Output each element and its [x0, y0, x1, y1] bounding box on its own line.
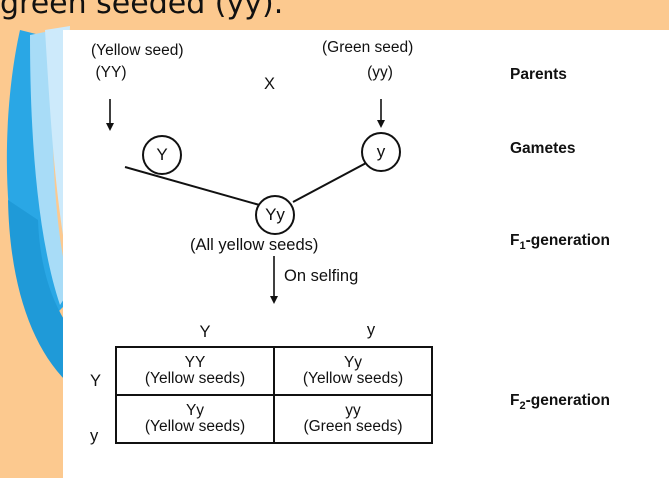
gamete-left-circle: Y: [142, 135, 182, 175]
parent-left-genotype: (YY): [95, 64, 127, 81]
f1-genotype: Yy: [265, 205, 285, 224]
punnett-cell: yy (Green seeds): [273, 394, 433, 444]
gamete-right-circle: y: [361, 132, 401, 172]
punnett-col-header-1: Y: [199, 323, 211, 341]
punnett-cell: Yy (Yellow seeds): [273, 346, 433, 396]
cell-genotype: YY: [184, 354, 206, 371]
cell-phenotype: (Green seeds): [303, 418, 403, 435]
punnett-row: YY (Yellow seeds) Yy (Yellow seeds): [115, 346, 433, 396]
gamete-left-allele: Y: [156, 145, 168, 164]
cell-genotype: Yy: [185, 402, 205, 419]
cell-phenotype: (Yellow seeds): [144, 418, 246, 435]
stage-label-parents: Parents: [510, 66, 567, 83]
f2-prefix: F: [510, 392, 520, 409]
gamete-right-allele: y: [376, 142, 386, 161]
parent-right-genotype: (yy): [367, 64, 393, 81]
cell-genotype: yy: [345, 402, 361, 419]
punnett-col-header-2: y: [366, 321, 376, 339]
f1-genotype-circle: Yy: [255, 195, 295, 235]
selfing-label: On selfing: [284, 267, 359, 285]
f1-subscript: 1: [519, 240, 526, 253]
connector-lines: [106, 99, 385, 304]
f1-phenotype: (All yellow seeds): [190, 236, 319, 254]
parent-right-phenotype: (Green seed): [322, 39, 414, 56]
cell-genotype: Yy: [343, 354, 363, 371]
f1-prefix: F: [510, 232, 520, 249]
stage-label-f1: F1-generation: [510, 232, 610, 252]
punnett-cell: YY (Yellow seeds): [115, 346, 275, 396]
stage-label-f2: F2-generation: [510, 392, 610, 412]
punnett-cell: Yy (Yellow seeds): [115, 394, 275, 444]
heading-text: green seeded (yy).: [0, 0, 284, 21]
f1-suffix: -generation: [525, 232, 610, 249]
genetics-cross-diagram: (Yellow seed) (YY) X (Green seed) (yy) Y…: [63, 30, 669, 478]
f2-subscript: 2: [519, 400, 526, 413]
cross-symbol: X: [264, 75, 276, 93]
parent-left-phenotype: (Yellow seed): [91, 42, 184, 59]
punnett-row-header-2: y: [90, 427, 99, 445]
punnett-square: YY (Yellow seeds) Yy (Yellow seeds) Yy (…: [115, 346, 433, 444]
stage-label-gametes: Gametes: [510, 140, 576, 157]
f2-suffix: -generation: [525, 392, 610, 409]
cell-phenotype: (Yellow seeds): [144, 370, 246, 387]
punnett-row-header-1: Y: [90, 372, 102, 390]
punnett-row: Yy (Yellow seeds) yy (Green seeds): [115, 394, 433, 444]
cell-phenotype: (Yellow seeds): [302, 370, 404, 387]
